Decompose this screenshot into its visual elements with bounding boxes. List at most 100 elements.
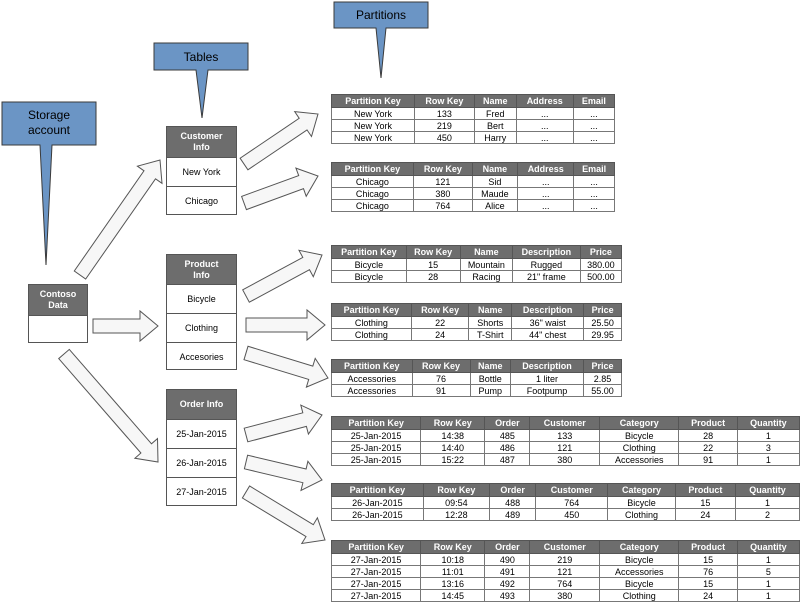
table-cell: Fred — [473, 107, 517, 120]
column-header: Description — [511, 303, 585, 317]
table-cell: 13:16 — [420, 577, 486, 590]
table-cell: 489 — [488, 508, 537, 521]
column-header: Customer — [529, 540, 601, 554]
order-partition-25jan: 25-Jan-2015 — [167, 420, 236, 449]
table-cell: 27-Jan-2015 — [330, 553, 422, 566]
table-cell: Sid — [471, 175, 519, 188]
table-cell: 219 — [414, 119, 475, 132]
column-header: Partition Key — [330, 94, 416, 108]
table-cell: ... — [572, 131, 616, 144]
order-info-box: Order Info 25-Jan-2015 26-Jan-2015 27-Ja… — [166, 389, 237, 506]
table-cell: 485 — [484, 429, 531, 442]
table-cell: Accessories — [599, 453, 680, 466]
table-cell: 380 — [529, 453, 601, 466]
column-header: Address — [515, 94, 574, 108]
column-header: Row Key — [420, 416, 486, 430]
column-header: Quantity — [735, 483, 800, 497]
table-cell: 491 — [484, 565, 531, 578]
column-header: Order — [488, 483, 537, 497]
table-cell: ... — [572, 107, 616, 120]
column-header: Name — [469, 359, 512, 373]
column-header: Partition Key — [331, 359, 413, 373]
table-cell: 25-Jan-2015 — [330, 441, 422, 454]
arrow-chicago — [240, 167, 319, 211]
table-cell: 12:28 — [422, 508, 490, 521]
table-cell: 91 — [411, 384, 471, 397]
partitions-callout-shape — [333, 1, 429, 79]
table-cell: Bottle — [469, 372, 512, 385]
table-cell: 14:45 — [420, 589, 486, 602]
table-cell: ... — [517, 175, 575, 188]
table-cell: 380.00 — [579, 258, 623, 271]
table-cell: 26-Jan-2015 — [331, 496, 424, 509]
table-cell: 487 — [484, 453, 531, 466]
table-cell: 764 — [529, 577, 601, 590]
customer-partition-newyork: New York — [167, 158, 236, 187]
table-cell: 22 — [410, 316, 470, 329]
table-cell: Clothing — [331, 328, 412, 341]
arrow-storage-to-customer — [73, 159, 163, 280]
column-header: Row Key — [414, 94, 475, 108]
storage-account-box: Contoso Data — [28, 284, 88, 343]
arrow-bicycle — [242, 249, 323, 303]
table-cell: 76 — [678, 565, 738, 578]
column-header: Quantity — [736, 416, 801, 430]
column-header: Product — [674, 483, 737, 497]
table-cell: ... — [515, 107, 574, 120]
column-header: Customer — [529, 416, 601, 430]
table-cell: Footpump — [510, 384, 584, 397]
table-cell: 27-Jan-2015 — [330, 565, 422, 578]
table-cell: Rugged — [512, 258, 581, 271]
table-cell: T-Shirt — [468, 328, 513, 341]
table-cell: Bicycle — [599, 577, 680, 590]
table-cell: New York — [330, 119, 416, 132]
table-cell: Clothing — [331, 316, 412, 329]
column-header: Row Key — [410, 303, 470, 317]
table-cell: Clothing — [599, 589, 680, 602]
table-cell: 488 — [488, 496, 537, 509]
storage-callout-shape — [1, 101, 97, 266]
table-cell: Racing — [459, 270, 514, 283]
table-cell: ... — [517, 187, 575, 200]
table-cell: 91 — [678, 453, 738, 466]
table-cell: 2.85 — [582, 372, 623, 385]
table-cell: 36" waist — [511, 316, 585, 329]
column-header: Partition Key — [330, 540, 422, 554]
table-cell: 1 — [736, 429, 801, 442]
column-header: Row Key — [411, 359, 471, 373]
table-cell: ... — [517, 199, 575, 212]
table-cell: 11:01 — [420, 565, 486, 578]
column-header: Row Key — [420, 540, 486, 554]
column-header: Category — [599, 416, 680, 430]
table-cell: Mountain — [459, 258, 514, 271]
table-cell: Bicycle — [607, 496, 676, 509]
table-cell: Clothing — [607, 508, 676, 521]
table-cell: Bicycle — [331, 270, 407, 283]
column-header: Partition Key — [331, 162, 414, 176]
column-header: Customer — [535, 483, 609, 497]
table-cell: 1 — [735, 496, 800, 509]
column-header: Row Key — [412, 162, 473, 176]
table-cell: 500.00 — [579, 270, 623, 283]
table-cell: ... — [573, 175, 615, 188]
product-info-title: Product Info — [167, 255, 236, 285]
table-cell: ... — [573, 199, 615, 212]
customer-partition-chicago: Chicago — [184, 196, 219, 206]
table-cell: 219 — [529, 553, 601, 566]
table-cell: 121 — [529, 441, 601, 454]
table-cell: 764 — [535, 496, 609, 509]
